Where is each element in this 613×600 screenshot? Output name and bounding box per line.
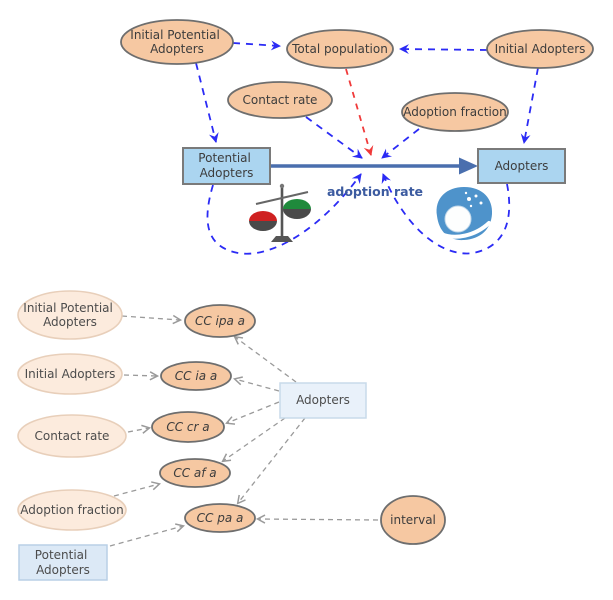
dep-link-interval-to-cc-pa-a[interactable] (258, 519, 379, 520)
stock-adopters[interactable]: Adopters (477, 148, 566, 184)
box-label: Adopters (296, 393, 350, 407)
node-label: interval (390, 513, 436, 527)
node-initial-adopters[interactable]: Initial Adopters (486, 29, 594, 69)
node-initial-potential-adopters[interactable]: Initial Potential Adopters (120, 19, 234, 65)
node-label: Adopters (43, 315, 97, 329)
svg-text:Initial Potential Adop: Initial Potential Adopters (130, 28, 223, 56)
dep-node-adoption-fraction[interactable]: Adoption fraction (17, 489, 127, 531)
node-label: Adoption fraction (403, 105, 506, 119)
link-total-population-to-adoption-rate[interactable] (345, 68, 374, 156)
dep-node-initial-adopters[interactable]: Initial Adopters (17, 353, 123, 395)
dep-node-initial-potential-adopters[interactable]: Initial Potential Adopters (17, 290, 123, 340)
dep-link-adopters-to-cc-cr-a[interactable] (227, 401, 280, 423)
dep-link-adopters-to-cc-af-a[interactable] (223, 417, 286, 461)
node-label: CC ipa a (195, 314, 245, 328)
stock-label: Potential (198, 151, 251, 165)
node-adoption-fraction[interactable]: Adoption fraction (401, 92, 509, 132)
dep-link-initial-adopters-to-cc-ia-a[interactable] (123, 375, 157, 376)
link-adoption-fraction-to-adoption-rate[interactable] (381, 128, 420, 159)
stock-potential-adopters[interactable]: Potential Adopters (182, 147, 271, 185)
dep-link-adoption-fraction-to-cc-af-a[interactable] (113, 484, 159, 497)
dep-link-potential-adopters-to-cc-pa-a[interactable] (109, 526, 183, 547)
node-label: Initial Adopters (495, 42, 586, 56)
node-label: Initial Adopters (25, 367, 116, 381)
node-label: Adoption fraction (20, 503, 123, 517)
node-label: CC pa a (197, 511, 244, 525)
dep-node-cc-cr-a[interactable]: CC cr a (151, 411, 225, 443)
stock-label: Adopters (495, 159, 549, 173)
dep-node-cc-ia-a[interactable]: CC ia a (160, 361, 232, 391)
node-label: Contact rate (35, 429, 110, 443)
dep-node-cc-af-a[interactable]: CC af a (159, 458, 231, 488)
dependency-diagram: Initial Potential Adopters Initial Adopt… (17, 290, 446, 581)
dep-link-adopters-to-cc-ipa-a[interactable] (235, 337, 297, 383)
svg-text:Initial Potential Adop: Initial Potential Adopters (23, 301, 116, 329)
stock-label: Adopters (200, 166, 254, 180)
box-label: Potential (35, 548, 88, 562)
node-label: CC af a (173, 466, 216, 480)
link-initial-potential-adopters-to-potential-adopters[interactable] (195, 62, 219, 143)
dep-box-adopters[interactable]: Adopters (279, 382, 367, 419)
dep-link-adopters-to-cc-pa-a[interactable] (238, 417, 306, 503)
dep-node-interval[interactable]: interval (380, 495, 446, 545)
flow-adoption-rate[interactable] (270, 157, 478, 175)
node-label: CC cr a (166, 420, 209, 434)
node-label: Adopters (150, 42, 204, 56)
adoption-rate-label: adoption rate (327, 184, 423, 199)
node-contact-rate[interactable]: Contact rate (227, 81, 333, 119)
box-label: Adopters (36, 563, 90, 577)
stock-flow-diagram: adoption rate Initial Potential Adopters… (120, 19, 594, 255)
node-label: CC ia a (175, 369, 217, 383)
dep-box-potential-adopters[interactable]: Potential Adopters (18, 544, 108, 581)
dep-link-initial-potential-adopters-to-cc-ipa-a[interactable] (121, 316, 180, 320)
link-adopters-feedback-to-adoption-rate[interactable] (381, 173, 511, 255)
svg-text:Potential Adopters: Potential Adopters (35, 548, 91, 577)
node-label: Initial Potential (130, 28, 220, 42)
link-initial-adopters-to-adopters[interactable] (520, 67, 539, 144)
dep-node-cc-pa-a[interactable]: CC pa a (184, 503, 256, 533)
dep-link-adopters-to-cc-ia-a[interactable] (235, 379, 280, 392)
link-initial-potential-adopters-to-total-population[interactable] (232, 40, 281, 51)
dep-link-contact-rate-to-cc-cr-a[interactable] (127, 428, 149, 432)
balance-scale-icon[interactable] (249, 183, 311, 242)
node-total-population[interactable]: Total population (286, 29, 394, 69)
link-initial-adopters-to-total-population[interactable] (399, 44, 488, 55)
dep-node-contact-rate[interactable]: Contact rate (17, 414, 127, 458)
node-label: Contact rate (243, 93, 318, 107)
snowball-icon[interactable] (436, 187, 493, 241)
dep-node-cc-ipa-a[interactable]: CC ipa a (184, 304, 256, 338)
node-label: Initial Potential (23, 301, 113, 315)
svg-text:Potential Adopters: Potential Adopters (198, 151, 254, 180)
node-label: Total population (291, 42, 388, 56)
link-contact-rate-to-adoption-rate[interactable] (305, 116, 363, 159)
link-potential-adopters-feedback-to-adoption-rate[interactable] (206, 173, 362, 255)
